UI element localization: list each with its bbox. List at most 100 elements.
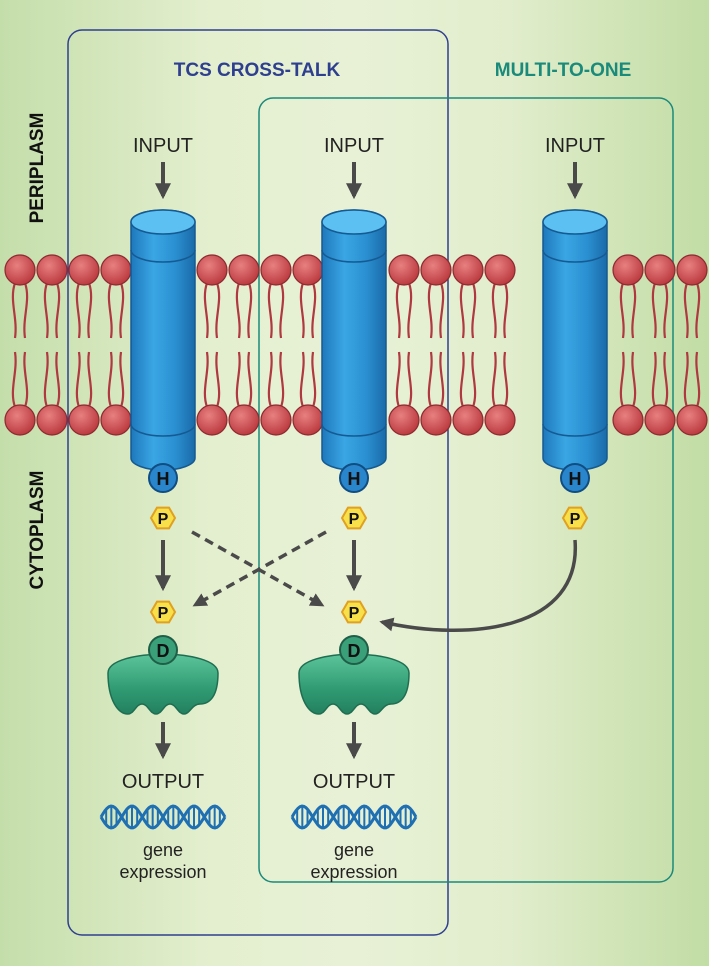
lipid: [100, 254, 132, 436]
lipid-head: [68, 254, 100, 286]
lipid-head: [228, 254, 260, 286]
multi-to-one-arrow: [379, 539, 577, 633]
lipid-head: [388, 404, 420, 436]
response-regulator-2: P D OUTPUT gene expression: [290, 600, 418, 882]
lipid-head: [228, 404, 260, 436]
lipid-head: [68, 404, 100, 436]
lipid-head: [484, 254, 516, 286]
phospho-label-sensor-3: P: [570, 511, 581, 528]
multi-to-one-panel: [258, 97, 674, 883]
sensor-kinase-3: INPUT H P: [542, 135, 608, 530]
lipid: [68, 254, 100, 436]
lipid: [644, 254, 676, 436]
histidine-label-3: H: [569, 469, 582, 489]
lipid-head: [420, 404, 452, 436]
lipid-head: [612, 404, 644, 436]
sensor-cylinder-3: [542, 209, 608, 471]
lipid-head: [36, 254, 68, 286]
crosstalk-arrow-1-to-2: [191, 530, 325, 607]
histidine-label-1: H: [157, 469, 170, 489]
dna-helix-icon: [99, 804, 227, 830]
phospho-badge-regulator-1: [149, 600, 177, 624]
lipid-head: [4, 254, 36, 286]
input-label-1: INPUT: [133, 135, 193, 157]
lipid-head: [388, 254, 420, 286]
regulator-body-1: [107, 653, 219, 715]
lipid-head: [292, 254, 324, 286]
lipid-head: [644, 254, 676, 286]
sensor-band-1b: [130, 423, 196, 437]
aspartate-badge-2: [339, 635, 369, 665]
sensor-top-3: [542, 209, 608, 235]
histidine-badge-2: [339, 463, 369, 493]
gene-expression-caption-2b: expression: [310, 862, 397, 882]
cross-talk-title: TCS CROSS-TALK: [174, 60, 341, 81]
sensor-band-2b: [321, 423, 387, 437]
sensor-top-1: [130, 209, 196, 235]
sensor-band-1a: [130, 249, 196, 263]
lipid-head: [196, 404, 228, 436]
cytoplasm-label: CYTOPLASM: [27, 471, 48, 590]
lipid-head: [100, 404, 132, 436]
lipid-head: [4, 404, 36, 436]
sensor-cylinder-2: [321, 209, 387, 471]
sensor-band-3a: [542, 249, 608, 263]
lipid: [196, 254, 228, 436]
lipid: [388, 254, 420, 436]
lipid-head: [452, 404, 484, 436]
sensor-band-3b: [542, 423, 608, 437]
histidine-badge-1: [148, 463, 178, 493]
gene-expression-caption-2a: gene: [334, 840, 374, 860]
lipid: [612, 254, 644, 436]
histidine-badge-3: [560, 463, 590, 493]
lipid-head: [644, 404, 676, 436]
periplasm-label: PERIPLASM: [27, 113, 48, 224]
phospho-label-sensor-2: P: [349, 511, 360, 528]
lipid: [4, 254, 36, 436]
lipid-head: [612, 254, 644, 286]
lipid: [228, 254, 260, 436]
lipid-head: [36, 404, 68, 436]
lipid: [452, 254, 484, 436]
input-label-3: INPUT: [545, 135, 605, 157]
lipid-head: [420, 254, 452, 286]
aspartate-label-2: D: [348, 641, 361, 661]
sensor-top-2: [321, 209, 387, 235]
lipid-head: [676, 404, 708, 436]
response-regulator-1: P D OUTPUT gene expression: [99, 600, 227, 882]
membrane-bilayer: [4, 254, 708, 436]
lipid-head: [100, 254, 132, 286]
phospho-badge-regulator-2: [340, 600, 368, 624]
lipid-head: [484, 404, 516, 436]
phospho-label-regulator-1: P: [158, 605, 169, 622]
lipid-head: [452, 254, 484, 286]
crosstalk-arrow-2-to-1: [192, 530, 327, 607]
lipid: [36, 254, 68, 436]
lipid: [420, 254, 452, 436]
histidine-label-2: H: [348, 469, 361, 489]
lipid-head: [260, 404, 292, 436]
lipid-head: [676, 254, 708, 286]
cross-talk-panel: [67, 29, 449, 936]
aspartate-label-1: D: [157, 641, 170, 661]
multi-to-one-title: MULTI-TO-ONE: [495, 60, 632, 81]
lipid: [260, 254, 292, 436]
phospho-label-regulator-2: P: [349, 605, 360, 622]
lipid-head: [260, 254, 292, 286]
sensor-band-2a: [321, 249, 387, 263]
output-label-1: OUTPUT: [122, 771, 204, 793]
input-label-2: INPUT: [324, 135, 384, 157]
sensor-kinase-1: INPUT H P: [130, 135, 196, 530]
phospho-label-sensor-1: P: [158, 511, 169, 528]
output-label-2: OUTPUT: [313, 771, 395, 793]
lipid-head: [292, 404, 324, 436]
aspartate-badge-1: [148, 635, 178, 665]
lipid: [676, 254, 708, 436]
regulator-body-2: [298, 653, 410, 715]
lipid: [292, 254, 324, 436]
sensor-cylinder-1: [130, 209, 196, 471]
phospho-badge-sensor-3: [561, 506, 589, 530]
lipid-head: [196, 254, 228, 286]
